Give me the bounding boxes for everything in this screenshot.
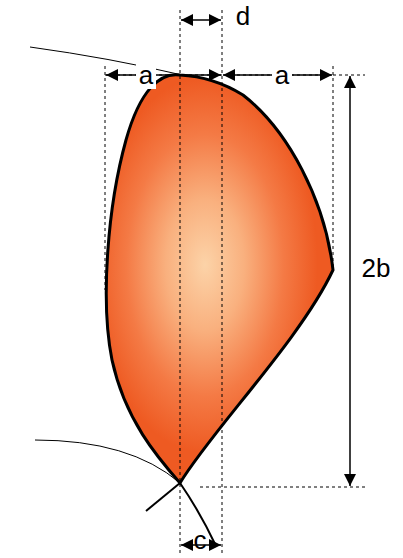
dimension-label: d bbox=[233, 2, 253, 30]
dimension-label: a bbox=[136, 61, 156, 89]
plasma-cross-section bbox=[106, 75, 333, 483]
dimension-label: 2b bbox=[359, 254, 394, 282]
wall-arc bbox=[30, 47, 182, 75]
guide-lines bbox=[105, 10, 365, 555]
dimension-label: c bbox=[191, 526, 210, 554]
dimension-label: a bbox=[272, 61, 292, 89]
separatrix-leg bbox=[146, 483, 180, 511]
dimension-arrows bbox=[106, 20, 350, 545]
